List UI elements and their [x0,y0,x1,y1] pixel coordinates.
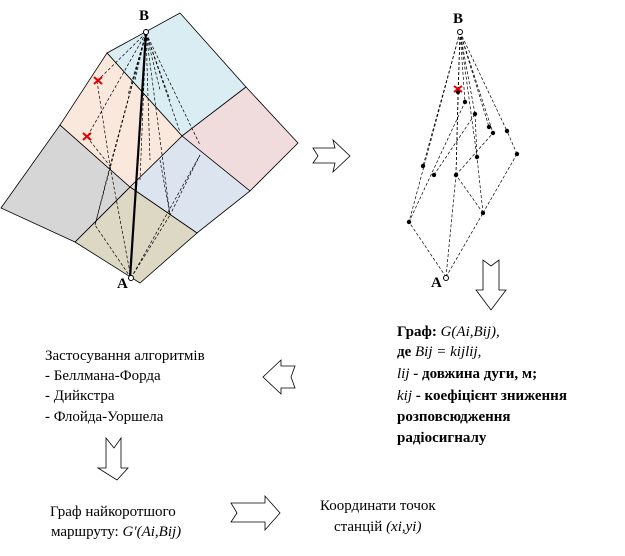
label-b-left: B [139,8,150,24]
graph-node [462,99,468,105]
arrow-right-icon [230,494,281,532]
dashed-link [96,80,111,167]
graph-node [480,210,486,216]
label-a-left: A [117,276,128,292]
graph-node [472,111,478,117]
graph-node [486,124,492,130]
red-x-marker-icon [453,85,463,93]
coef-desc-3: радіосигналу [397,430,487,446]
coords-word: станцій [334,519,383,535]
graph-edge [445,212,484,278]
dashed-link [134,32,147,81]
length-var: lij [397,366,410,382]
graph-edge [459,31,478,158]
graph-edge [433,113,476,176]
graph-node [453,172,459,178]
label-a-right: A [431,275,442,291]
coef-var: kij [397,388,412,404]
dashed-link [145,32,151,161]
graph-edge [476,156,484,214]
graph-edge [455,174,484,214]
shortest-word: маршруту: [51,524,119,540]
coords-line1: Координати точок [320,498,436,514]
graph-node [490,130,496,136]
graph-formula: G(Ai,Bij), [440,324,500,340]
arrow-down-icon [475,259,507,311]
coords-formula: (xi,yi) [386,519,422,535]
dashed-link [109,165,132,279]
graph-edge [459,31,466,103]
graph-edge [459,31,490,128]
graph-edge [408,101,466,223]
graph-edges [408,31,518,278]
graph-edge [455,132,494,176]
arrow-right-icon [312,138,351,174]
graph-edge [457,31,461,93]
node-a-left [128,275,134,281]
red-x-marker-icon [93,76,103,85]
graph-edge [422,31,461,167]
dashed-link [130,154,201,279]
dashed-link [94,32,147,226]
graph-node [504,128,510,134]
node-b-left [143,29,149,35]
graph-edge [455,91,459,176]
dashed-link [96,32,147,82]
where-word: де [397,344,412,360]
dashed-link [94,224,132,279]
dashed-link [145,32,171,216]
graph-edge [482,153,518,214]
shortest-line1: Граф найкоротшого [50,504,176,520]
graph-edge [408,31,461,223]
zone-peach [59,52,183,188]
graph-node [514,151,520,157]
dashed-link [159,159,171,216]
label-b-right: B [453,11,464,27]
coef-desc: - коефіцієнт зниження [415,388,567,404]
shortest-formula: G′(Ai,Bij) [122,524,182,540]
dashed-link [130,214,171,279]
graph-edge [506,130,518,155]
graph-edge [445,174,457,278]
algorithm-item: - Дийкстра [45,388,115,404]
graph-node [420,163,426,169]
graph-node [474,154,480,160]
graph-edge [459,31,476,115]
red-x-marker-icon [82,132,92,141]
graph-edge [408,221,447,278]
length-desc: - довжина дуги, м; [413,366,538,382]
shortest-path-line [128,32,148,279]
weight-formula: Bij = kijlij, [415,344,482,360]
node-a-right [443,275,449,281]
algorithm-item: - Флойда-Уоршела [45,409,164,425]
graph-edge [474,113,478,158]
graph-node [431,172,437,178]
dashed-link [145,32,181,133]
arrow-down-icon [96,436,129,481]
dashed-link [145,32,201,146]
dashed-link [86,136,111,167]
coef-desc-2: розповсюдження [397,409,511,425]
arrow-left-icon [262,359,296,395]
dashed-link [94,165,111,226]
graph-word: Граф: [397,324,437,340]
node-b-right [457,29,463,35]
algorithm-item: - Беллмана-Форда [45,368,161,384]
dashed-link [169,154,201,216]
dashed-link [139,32,147,181]
map-dashed-links [86,32,201,279]
graph-nodes [406,89,520,225]
algorithms-title: Застосування алгоритмів [45,348,205,364]
graph-node [406,219,412,225]
graph-edge [459,31,508,132]
